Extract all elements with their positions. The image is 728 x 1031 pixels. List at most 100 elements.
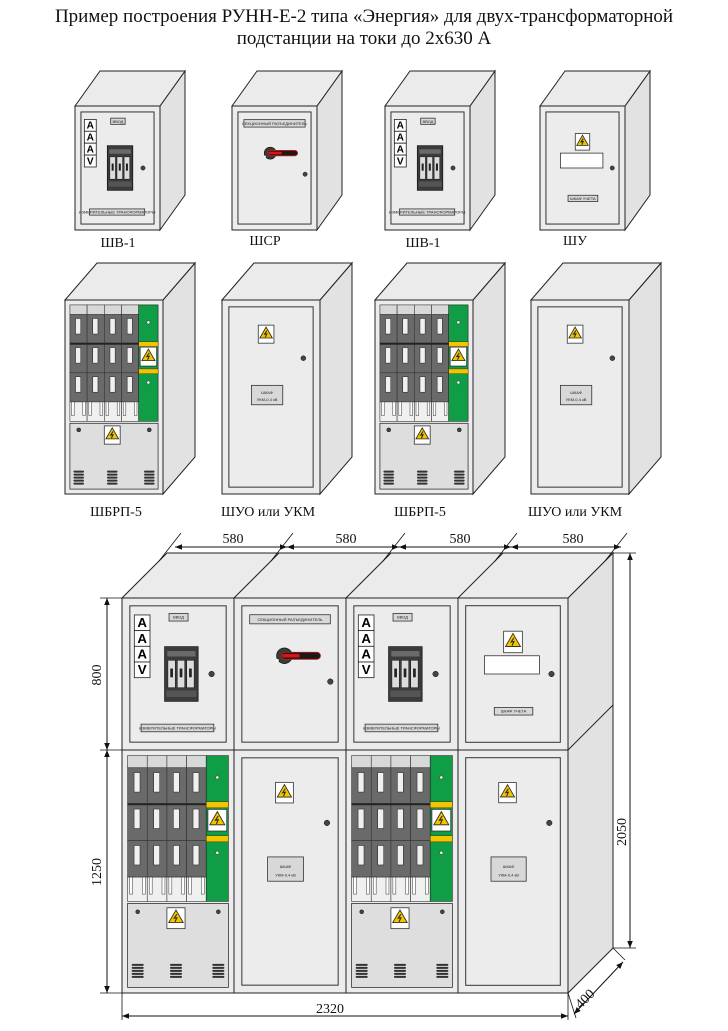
terminal xyxy=(353,876,357,895)
vent-slot xyxy=(143,482,155,485)
fuse-slot xyxy=(385,376,391,393)
meter-label-V: V xyxy=(362,662,371,677)
door-lock-icon xyxy=(359,909,364,915)
fuse-divider xyxy=(414,342,432,345)
plate-sectional-text: СЕКЦИОННЫЙ РАЗЪЕДИНИТЕЛЬ xyxy=(242,121,307,126)
fuse-switch-header xyxy=(379,304,398,315)
dim-line-depth xyxy=(573,961,624,1015)
lightning-bolt xyxy=(145,352,151,360)
plate-sectional-text: СЕКЦИОННЫЙ РАЗЪЕДИНИТЕЛЬ xyxy=(257,617,322,622)
cabinet-row2-3 xyxy=(373,261,507,496)
assembly-top xyxy=(120,552,615,599)
vent-slot xyxy=(143,476,155,479)
meter-label-V: V xyxy=(397,156,404,167)
breaker-top-band xyxy=(391,651,420,657)
busbar-bolt xyxy=(146,380,151,385)
terminal xyxy=(168,876,173,895)
plate-ukm-line1: ШКАФ xyxy=(280,864,292,869)
fuse-switch-header xyxy=(413,304,432,315)
terminal xyxy=(392,876,397,895)
terminal xyxy=(444,401,448,416)
fuse-switch-header xyxy=(186,755,207,769)
cabinet-door xyxy=(237,111,312,225)
terminal xyxy=(148,876,153,895)
vent-slot xyxy=(436,972,449,975)
plate-input-text: ВВОД xyxy=(173,615,184,620)
vent-slot xyxy=(393,963,407,966)
dim-depth: 400 xyxy=(573,987,598,1012)
fuse-switch-header xyxy=(390,755,411,769)
plate-input: ВВОД xyxy=(392,613,413,622)
warning-sign-icon xyxy=(498,782,517,804)
fuse-switch-block xyxy=(127,755,207,902)
vent-slot xyxy=(453,470,465,473)
lightning-bolt xyxy=(419,431,424,439)
fuse-slot xyxy=(153,808,160,829)
terminal xyxy=(372,876,377,895)
vent-slot xyxy=(131,969,144,972)
dim-width-2: 580 xyxy=(336,532,357,547)
plate-input-frame xyxy=(168,613,189,622)
terminal xyxy=(201,876,205,895)
plate-ukm-line2: УКМ-0,4 кВ xyxy=(275,872,296,877)
vent-slot xyxy=(416,473,428,476)
ventilation-grille-icon xyxy=(212,963,225,978)
door-lock-icon xyxy=(609,355,616,361)
ventilation-grille-icon xyxy=(143,470,155,485)
busbar-bolt xyxy=(215,775,220,780)
breaker-base xyxy=(108,181,132,187)
plate-metering-text: ШКАФ УЧЕТА xyxy=(570,196,596,201)
terminal xyxy=(181,876,185,895)
fuse-switch-header xyxy=(121,304,139,315)
door-lock-icon xyxy=(140,165,146,171)
terminal xyxy=(392,401,396,416)
terminal xyxy=(99,401,103,416)
vent-slot xyxy=(436,966,449,969)
plate-sectional-frame xyxy=(249,614,331,625)
fuse-slot xyxy=(402,376,409,393)
vent-slot xyxy=(212,972,225,975)
fuse-switch-block xyxy=(351,755,431,902)
vent-slot xyxy=(143,473,155,476)
vent-slot xyxy=(383,476,395,479)
fuse-divider xyxy=(371,803,391,806)
dim-upper-height: 800 xyxy=(90,665,105,686)
caption-row2-4: ШУО или УКМ xyxy=(527,505,623,520)
terminal xyxy=(425,876,429,895)
meter-label-A: A xyxy=(137,615,147,630)
vent-slot xyxy=(212,963,225,966)
fuse-slot xyxy=(397,772,404,793)
breaker-pole-slot xyxy=(428,163,431,171)
vent-slot xyxy=(393,975,407,978)
warning-sign-icon xyxy=(449,346,468,367)
fuse-divider xyxy=(431,342,449,345)
fuse-divider xyxy=(379,342,398,345)
fuse-slot xyxy=(109,318,116,335)
fuse-slot xyxy=(133,845,141,866)
assembly-upper-4: ШКАФ УЧЕТА xyxy=(457,597,569,751)
vent-slot xyxy=(73,470,85,473)
vent-slot xyxy=(383,482,395,485)
meter-label-V: V xyxy=(87,156,94,167)
warning-sign-icon xyxy=(503,630,523,654)
lightning-bolt xyxy=(281,788,287,797)
busbar-panel xyxy=(205,755,229,902)
terminal xyxy=(432,401,437,416)
vent-slot xyxy=(73,476,85,479)
breaker-pole-slot xyxy=(111,163,114,171)
assembly-lower-2: ШКАФ УКМ-0,4 кВ xyxy=(233,749,347,994)
vent-slot xyxy=(169,972,183,975)
vent-slot xyxy=(169,963,183,966)
fuse-slot xyxy=(385,318,391,335)
fuse-slot xyxy=(377,808,384,829)
vent-slot xyxy=(453,479,465,482)
vent-slot xyxy=(143,470,155,473)
breaker-base xyxy=(390,690,421,697)
vent-slot xyxy=(355,969,368,972)
meter-label-A: A xyxy=(397,133,405,144)
fuse-slot xyxy=(357,808,365,829)
fuse-slot xyxy=(126,347,133,364)
